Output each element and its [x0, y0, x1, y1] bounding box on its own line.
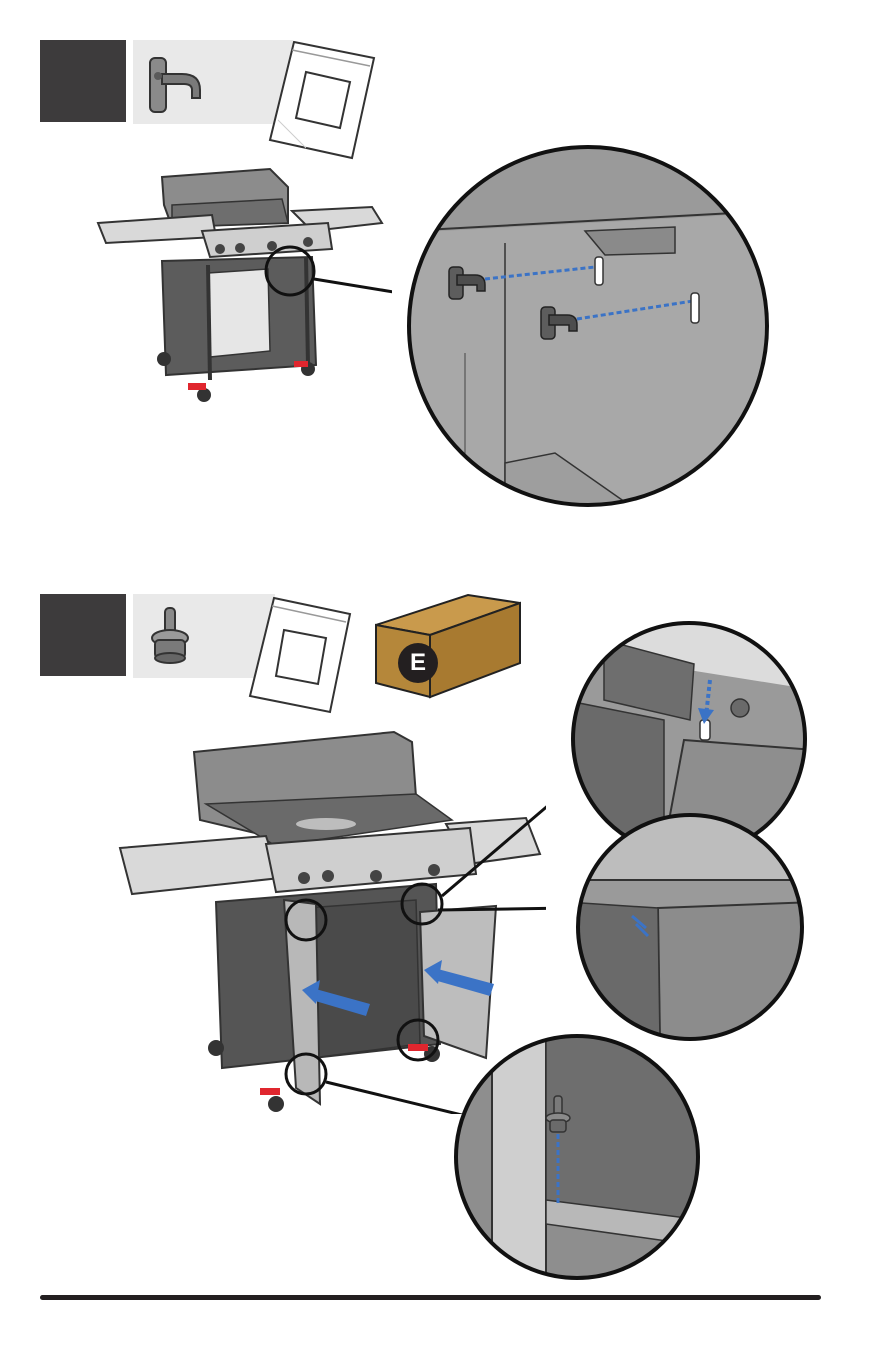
- hardware-bag-icon: [246, 596, 358, 716]
- box-label: E: [404, 648, 432, 678]
- step-1-badge: [40, 40, 126, 122]
- step-2-detail-bottom-pin: [452, 1032, 702, 1282]
- grill-illustration: [92, 165, 392, 410]
- box-icon: [372, 591, 524, 699]
- hardware-bag-icon: [266, 40, 378, 160]
- bolt-icon: [145, 606, 195, 666]
- step-1-detail-view: [405, 143, 771, 509]
- step-2-badge: [40, 594, 126, 676]
- step-2-detail-door-seated: [566, 812, 814, 1042]
- footer-divider: [40, 1295, 821, 1300]
- hook-icon: [140, 52, 210, 118]
